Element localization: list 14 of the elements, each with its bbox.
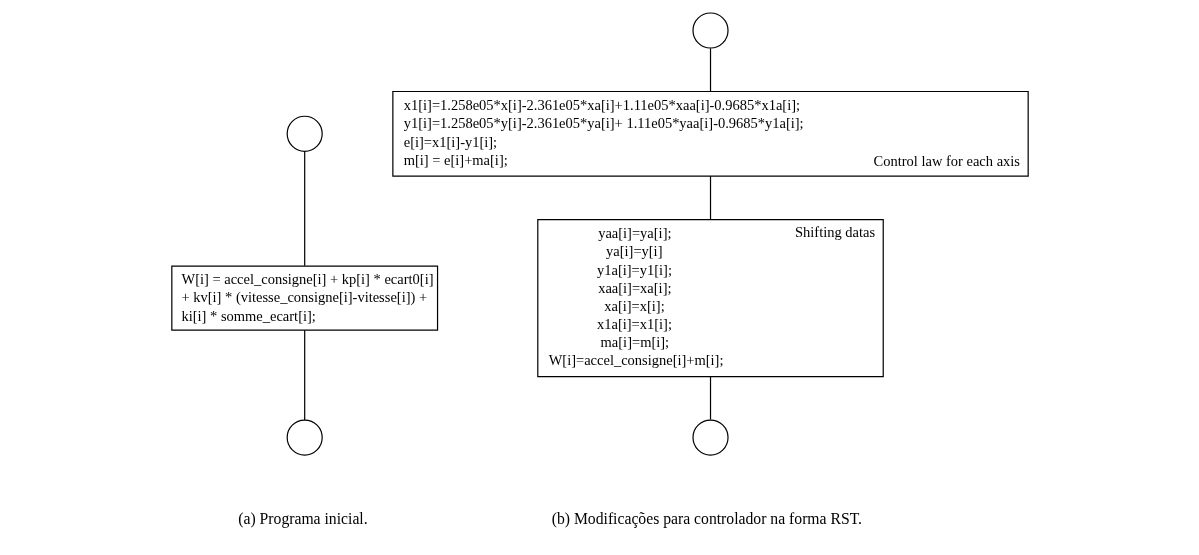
node-box: x1[i]=1.258e05*x[i]-2.361e05*xa[i]+1.11e05*xaa[i]-0.9685*x1a[i]; y1[i]=1.258e05*y[i]-2.361e05*ya[i]+ 1.11e05*yaa[i]-0.9685*y1a[i]; e[i]=x1[i]-y1[i]; m[i] = e[i]+ma[i]; Control law for each axis xyxy=(391,90,1029,177)
connector xyxy=(303,329,305,421)
node-circle xyxy=(691,12,729,49)
node-circle xyxy=(691,419,729,456)
connector xyxy=(709,47,711,92)
node-box: W[i] = accel_consigne[i] + kp[i] * ecart0[i] + kv[i] * (vitesse_consigne[i]-vitesse[i]) + ki[i] * somme_ecart[i]; xyxy=(170,265,438,331)
node-box: yaa[i]=ya[i]; ya[i]=y[i] y1a[i]=y1[i]; xaa[i]=xa[i]; xa[i]=x[i]; x1a[i]=x1[i]; ma[i]=m[i]; W[i]=accel_consigne[i]+m[i]; Shifting datas xyxy=(536,218,884,378)
node-circle xyxy=(286,115,323,152)
connector xyxy=(709,175,711,221)
label: (b) Modificações para controlador na forma RST. xyxy=(551,510,862,528)
connector xyxy=(709,376,711,421)
node-circle xyxy=(286,419,323,456)
connector xyxy=(303,151,305,267)
label: (a) Programa inicial. xyxy=(237,510,368,528)
